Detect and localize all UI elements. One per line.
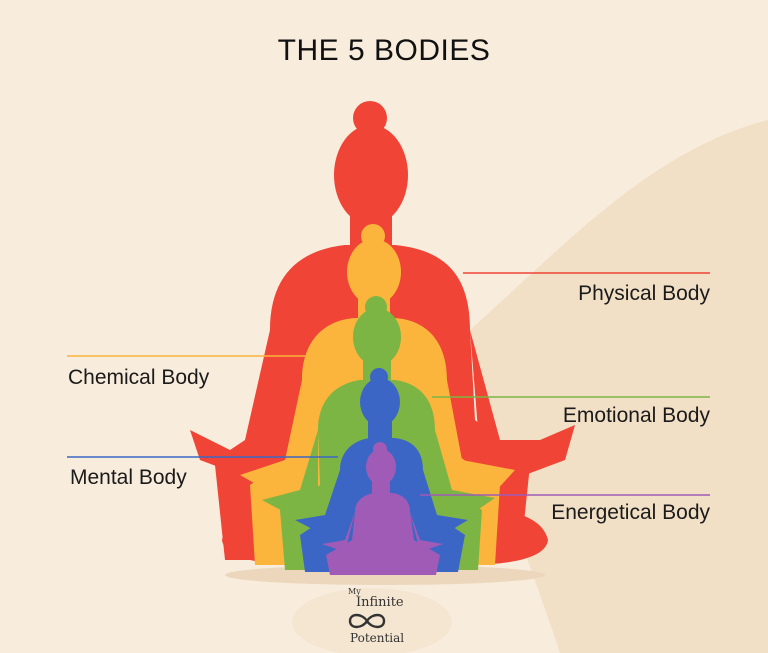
energetical-body-label: Energetical Body <box>551 501 710 524</box>
energetical-body-figure <box>322 442 443 575</box>
background-wave <box>470 120 768 653</box>
mental-body-label: Mental Body <box>70 466 187 489</box>
brand-logo: My Infinite Potential <box>310 585 430 651</box>
logo-glow <box>292 588 452 653</box>
chemical-body-label: Chemical Body <box>68 366 210 389</box>
logo-text-my: My <box>348 587 361 596</box>
logo-text-infinite: Infinite <box>356 595 404 610</box>
page-title: THE 5 BODIES <box>277 34 491 67</box>
physical-body-label: Physical Body <box>578 282 710 305</box>
logo-text-potential: Potential <box>350 631 405 645</box>
emotional-body-label: Emotional Body <box>562 404 710 427</box>
infinity-icon <box>348 613 386 629</box>
